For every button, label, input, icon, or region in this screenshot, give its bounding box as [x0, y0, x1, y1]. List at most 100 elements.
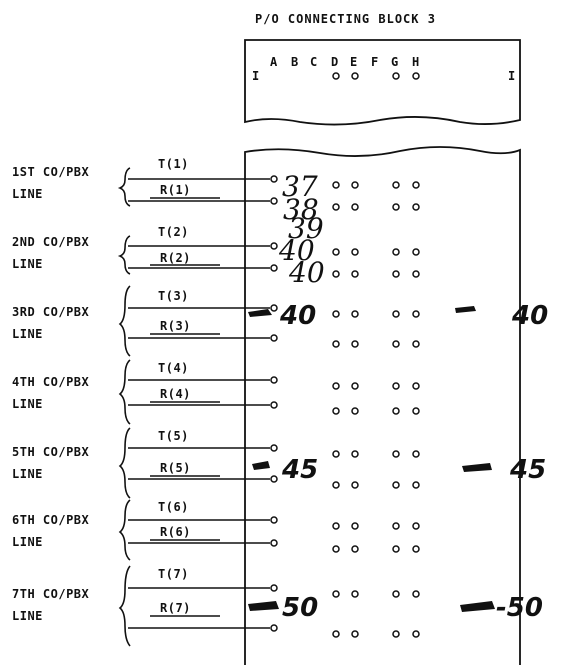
terminal-pin	[392, 481, 400, 489]
line-brace	[118, 499, 131, 561]
line-sub-label: LINE	[12, 535, 43, 549]
left-row-mark: I	[252, 69, 260, 83]
line-label: 3RD CO/PBX	[12, 305, 90, 319]
terminal-pin	[412, 590, 420, 598]
line-label: 7TH CO/PBX	[12, 587, 90, 601]
terminal-pin	[332, 450, 340, 458]
terminal-pin	[392, 545, 400, 553]
line-row: 5TH CO/PBX LINE T(5) R(5)	[12, 427, 270, 499]
handwritten-40b: 40	[288, 256, 325, 289]
tip-label: T(5)	[158, 429, 189, 443]
marker-tabs	[248, 306, 495, 612]
handwritten-45b: 45	[509, 455, 546, 485]
tip-label: T(4)	[158, 361, 189, 375]
line-label: 2ND CO/PBX	[12, 235, 90, 249]
column-h-label: H	[412, 55, 420, 69]
handwritten-40c: 40	[279, 301, 316, 331]
column-d-label: D	[331, 55, 339, 69]
handwritten-45a: 45	[281, 455, 318, 485]
terminal-pin	[392, 270, 400, 278]
line-row: 3RD CO/PBX LINE T(3) R(3)	[12, 285, 270, 357]
ring-label: R(2)	[160, 251, 191, 265]
terminal-pin	[412, 382, 420, 390]
block-pins	[270, 175, 420, 638]
terminal-pin	[392, 522, 400, 530]
line-sub-label: LINE	[12, 257, 43, 271]
line-brace	[118, 565, 131, 647]
line-sub-label: LINE	[12, 397, 43, 411]
terminal-pin	[270, 175, 278, 183]
terminal-pin	[332, 340, 340, 348]
ring-label: R(1)	[160, 183, 191, 197]
top-pins	[332, 72, 420, 80]
top-pin	[351, 72, 359, 80]
terminal-pin	[412, 248, 420, 256]
terminal-pin	[270, 376, 278, 384]
top-pin	[392, 72, 400, 80]
line-brace	[118, 285, 131, 357]
column-a-label: A	[270, 55, 278, 69]
terminal-pin	[412, 270, 420, 278]
terminal-pin	[392, 450, 400, 458]
marker-tab	[248, 309, 272, 317]
terminal-pin	[351, 450, 359, 458]
handwritten-notes: 37 38 39 40 40 40 40 45 45 50 -50	[278, 170, 548, 623]
terminal-pin	[412, 340, 420, 348]
top-pin	[412, 72, 420, 80]
terminal-pin	[392, 181, 400, 189]
marker-tab	[252, 461, 270, 470]
line-brace	[117, 235, 131, 275]
terminal-pin	[351, 545, 359, 553]
ring-label: R(5)	[160, 461, 191, 475]
line-row: 6TH CO/PBX LINE T(6) R(6)	[12, 499, 270, 561]
terminal-pin	[351, 181, 359, 189]
terminal-pin	[270, 624, 278, 632]
line-brace	[117, 167, 131, 207]
terminal-pin	[351, 340, 359, 348]
terminal-pin	[351, 522, 359, 530]
terminal-pin	[412, 545, 420, 553]
tip-label: T(2)	[158, 225, 189, 239]
terminal-pin	[412, 407, 420, 415]
terminal-pin	[270, 516, 278, 524]
terminal-pin	[270, 334, 278, 342]
terminal-pin	[270, 401, 278, 409]
terminal-pin	[392, 630, 400, 638]
terminal-pin	[270, 242, 278, 250]
line-label: 6TH CO/PBX	[12, 513, 90, 527]
tip-label: T(1)	[158, 157, 189, 171]
line-label: 1ST CO/PBX	[12, 165, 90, 179]
tip-label: T(7)	[158, 567, 189, 581]
terminal-pin	[412, 481, 420, 489]
terminal-pin	[332, 382, 340, 390]
line-label: 4TH CO/PBX	[12, 375, 90, 389]
line-brace	[118, 427, 131, 499]
terminal-pin	[392, 382, 400, 390]
handwritten-38: 38	[283, 193, 319, 226]
terminal-pin	[270, 197, 278, 205]
terminal-pin	[270, 584, 278, 592]
column-f-label: F	[371, 55, 379, 69]
line-row: 1ST CO/PBX LINE T(1) R(1)	[12, 157, 270, 207]
tip-label: T(3)	[158, 289, 189, 303]
ring-label: R(7)	[160, 601, 191, 615]
line-row: 4TH CO/PBX LINE T(4) R(4)	[12, 359, 270, 425]
terminal-pin	[392, 340, 400, 348]
column-b-label: B	[291, 55, 299, 69]
line-sub-label: LINE	[12, 187, 43, 201]
terminal-pin	[351, 203, 359, 211]
terminal-pin	[351, 248, 359, 256]
terminal-pin	[270, 475, 278, 483]
main-block-frame	[244, 146, 521, 665]
handwritten-40a: 40	[278, 234, 315, 267]
terminal-pin	[351, 407, 359, 415]
terminal-pin	[392, 248, 400, 256]
terminal-pin	[332, 545, 340, 553]
terminal-pin	[392, 310, 400, 318]
line-brace	[118, 359, 131, 425]
handwritten-50a: 50	[282, 593, 318, 623]
line-row: 2ND CO/PBX LINE T(2) R(2)	[12, 225, 270, 275]
terminal-pin	[332, 203, 340, 211]
line-sub-label: LINE	[12, 467, 43, 481]
terminal-pin	[332, 248, 340, 256]
